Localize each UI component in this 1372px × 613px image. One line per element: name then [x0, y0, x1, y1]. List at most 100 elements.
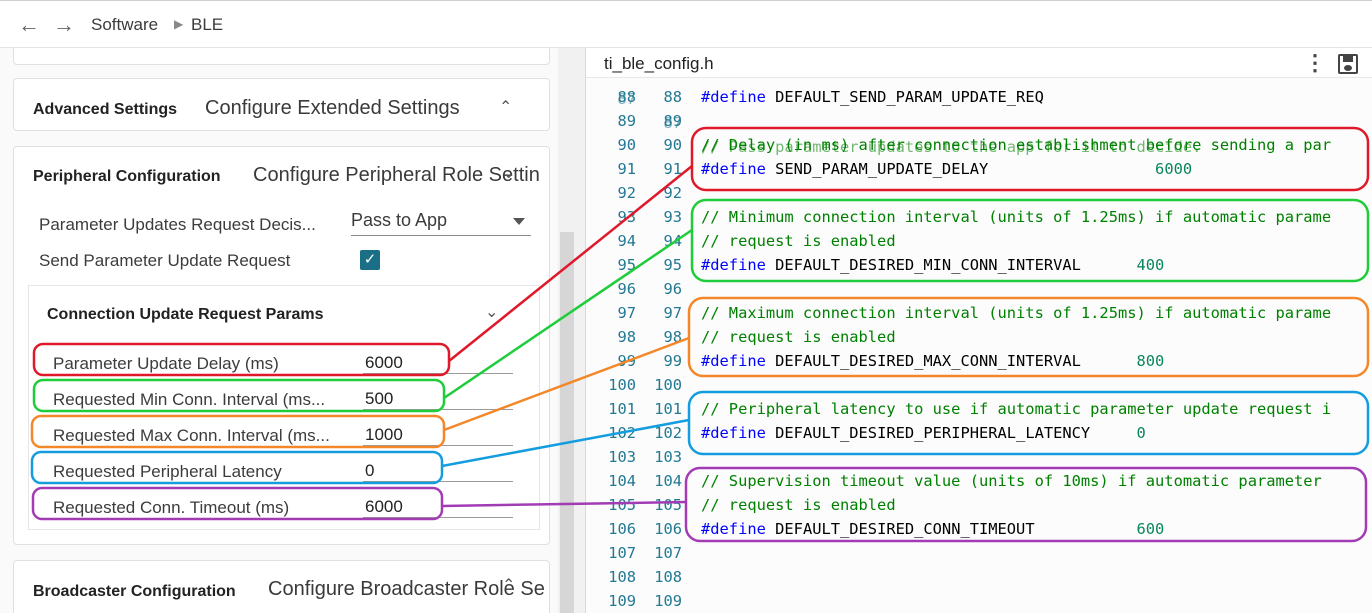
line-number: 105 — [654, 496, 682, 514]
code-text: #define DEFAULT_DESIRED_PERIPHERAL_LATEN… — [701, 421, 1146, 445]
line-number: 100 — [608, 376, 636, 394]
broadcaster-config-title: Broadcaster Configuration — [33, 583, 236, 600]
code-line: 100 100 — [586, 373, 1372, 397]
code-text: #define SEND_PARAM_UPDATE_DELAY 6000 — [701, 157, 1192, 181]
code-token: 400 — [1136, 256, 1165, 274]
min-conn-interval-input[interactable]: 500 — [363, 389, 513, 410]
code-token: // Minimum connection interval (units of… — [701, 208, 1332, 226]
line-number: 103 — [608, 448, 636, 466]
line-number: 92 — [663, 184, 682, 202]
broadcaster-config-card[interactable]: Broadcaster Configuration Configure Broa… — [13, 560, 550, 613]
param-request-label: Parameter Updates Request Decis... — [39, 215, 316, 234]
chevron-up-icon[interactable]: ⌃ — [502, 577, 516, 594]
line-number: 102 — [608, 424, 636, 442]
code-text: // request is enabled — [701, 325, 896, 349]
advanced-settings-card[interactable]: Advanced Settings Configure Extended Set… — [13, 78, 550, 131]
line-number: 109 — [608, 592, 636, 610]
editor-tab-bar: ti_ble_config.h ⋮ — [586, 48, 1372, 78]
line-number: 91 — [663, 160, 682, 178]
file-tab[interactable]: ti_ble_config.h — [604, 54, 714, 73]
line-number: 95 — [663, 256, 682, 274]
param-request-value: Pass to App — [351, 210, 448, 230]
line-number: 96 — [663, 280, 682, 298]
peripheral-config-card: Peripheral Configuration Configure Perip… — [13, 146, 550, 545]
top-nav-bar: ← → Software ▶ BLE — [0, 0, 1372, 48]
field-label-update-delay: Parameter Update Delay (ms) — [53, 354, 279, 373]
advanced-settings-subtitle: Configure Extended Settings — [205, 97, 460, 119]
conn-update-title: Connection Update Request Params — [47, 306, 324, 323]
breadcrumb-chevron-icon: ▶ — [174, 17, 184, 31]
line-number: 96 — [617, 280, 636, 298]
max-conn-interval-input[interactable]: 1000 — [363, 425, 513, 446]
code-token: // Maximum connection interval (units of… — [701, 304, 1332, 322]
code-line: 99 99 #define DEFAULT_DESIRED_MAX_CONN_INT… — [586, 349, 1372, 373]
update-delay-input[interactable]: 6000 — [363, 353, 513, 374]
chevron-down-icon[interactable]: ⌄ — [485, 304, 499, 321]
line-number: 99 — [663, 352, 682, 370]
code-text: // Peripheral latency to use if automati… — [701, 397, 1331, 421]
code-token: DEFAULT_DESIRED_MIN_CONN_INTERVAL — [765, 256, 1137, 274]
field-label-max-conn-interval: Requested Max Conn. Interval (ms... — [53, 426, 330, 445]
line-number: 98 — [663, 328, 682, 346]
code-token: 600 — [1136, 520, 1165, 538]
line-number: 108 — [608, 568, 636, 586]
code-line: 96 96 — [586, 277, 1372, 301]
code-text: // Minimum connection interval (units of… — [701, 205, 1331, 229]
field-label-peripheral-latency: Requested Peripheral Latency — [53, 462, 282, 481]
code-token: #define — [701, 352, 766, 370]
dropdown-caret-icon — [513, 218, 525, 225]
code-editor[interactable]: 87 87 // Pass parameter updates to the a… — [585, 48, 1372, 613]
line-number: 93 — [617, 208, 636, 226]
line-number: 100 — [654, 376, 682, 394]
chevron-up-icon[interactable]: ⌃ — [499, 99, 513, 116]
param-request-select[interactable]: Pass to App — [351, 210, 531, 236]
code-token: #define — [701, 256, 766, 274]
config-panel: Advanced Settings Configure Extended Set… — [0, 48, 558, 613]
code-text: #define DEFAULT_DESIRED_MAX_CONN_INTERVA… — [701, 349, 1164, 373]
previous-card-partial — [13, 48, 550, 65]
save-icon[interactable] — [1338, 54, 1358, 74]
line-number: 90 — [617, 136, 636, 154]
back-arrow-icon[interactable]: ← — [18, 12, 40, 37]
line-number: 105 — [608, 496, 636, 514]
code-token: 6000 — [1155, 160, 1193, 178]
chevron-down-icon[interactable]: ⌄ — [502, 165, 516, 182]
breadcrumb-software[interactable]: Software — [91, 15, 159, 34]
code-token: SEND_PARAM_UPDATE_DELAY — [765, 160, 1156, 178]
send-request-label: Send Parameter Update Request — [39, 251, 291, 270]
line-number: 94 — [617, 232, 636, 250]
breadcrumb-ble[interactable]: BLE — [191, 15, 224, 34]
line-number: 89 — [663, 112, 682, 130]
peripheral-config-title: Peripheral Configuration — [33, 168, 221, 185]
line-number: 97 — [663, 304, 682, 322]
code-token: DEFAULT_DESIRED_CONN_TIMEOUT — [765, 520, 1137, 538]
code-token: // request is enabled — [701, 328, 896, 346]
conn-timeout-input[interactable]: 6000 — [363, 497, 513, 518]
line-number: 108 — [654, 568, 682, 586]
scrollbar-thumb[interactable] — [560, 232, 574, 613]
code-text: // Delay (in ms) after connection establ… — [701, 133, 1331, 157]
line-number: 106 — [654, 520, 682, 538]
line-number: 92 — [617, 184, 636, 202]
line-number: 106 — [608, 520, 636, 538]
more-options-icon[interactable]: ⋮ — [1304, 50, 1326, 75]
peripheral-config-subtitle: Configure Peripheral Role Settin — [253, 164, 540, 186]
send-request-checkbox[interactable]: ✓ — [360, 250, 380, 270]
forward-arrow-icon[interactable]: → — [53, 12, 75, 37]
peripheral-latency-input[interactable]: 0 — [363, 461, 513, 482]
advanced-settings-title: Advanced Settings — [33, 101, 178, 118]
code-line: 92 92 — [586, 181, 1372, 205]
line-number: 99 — [617, 352, 636, 370]
